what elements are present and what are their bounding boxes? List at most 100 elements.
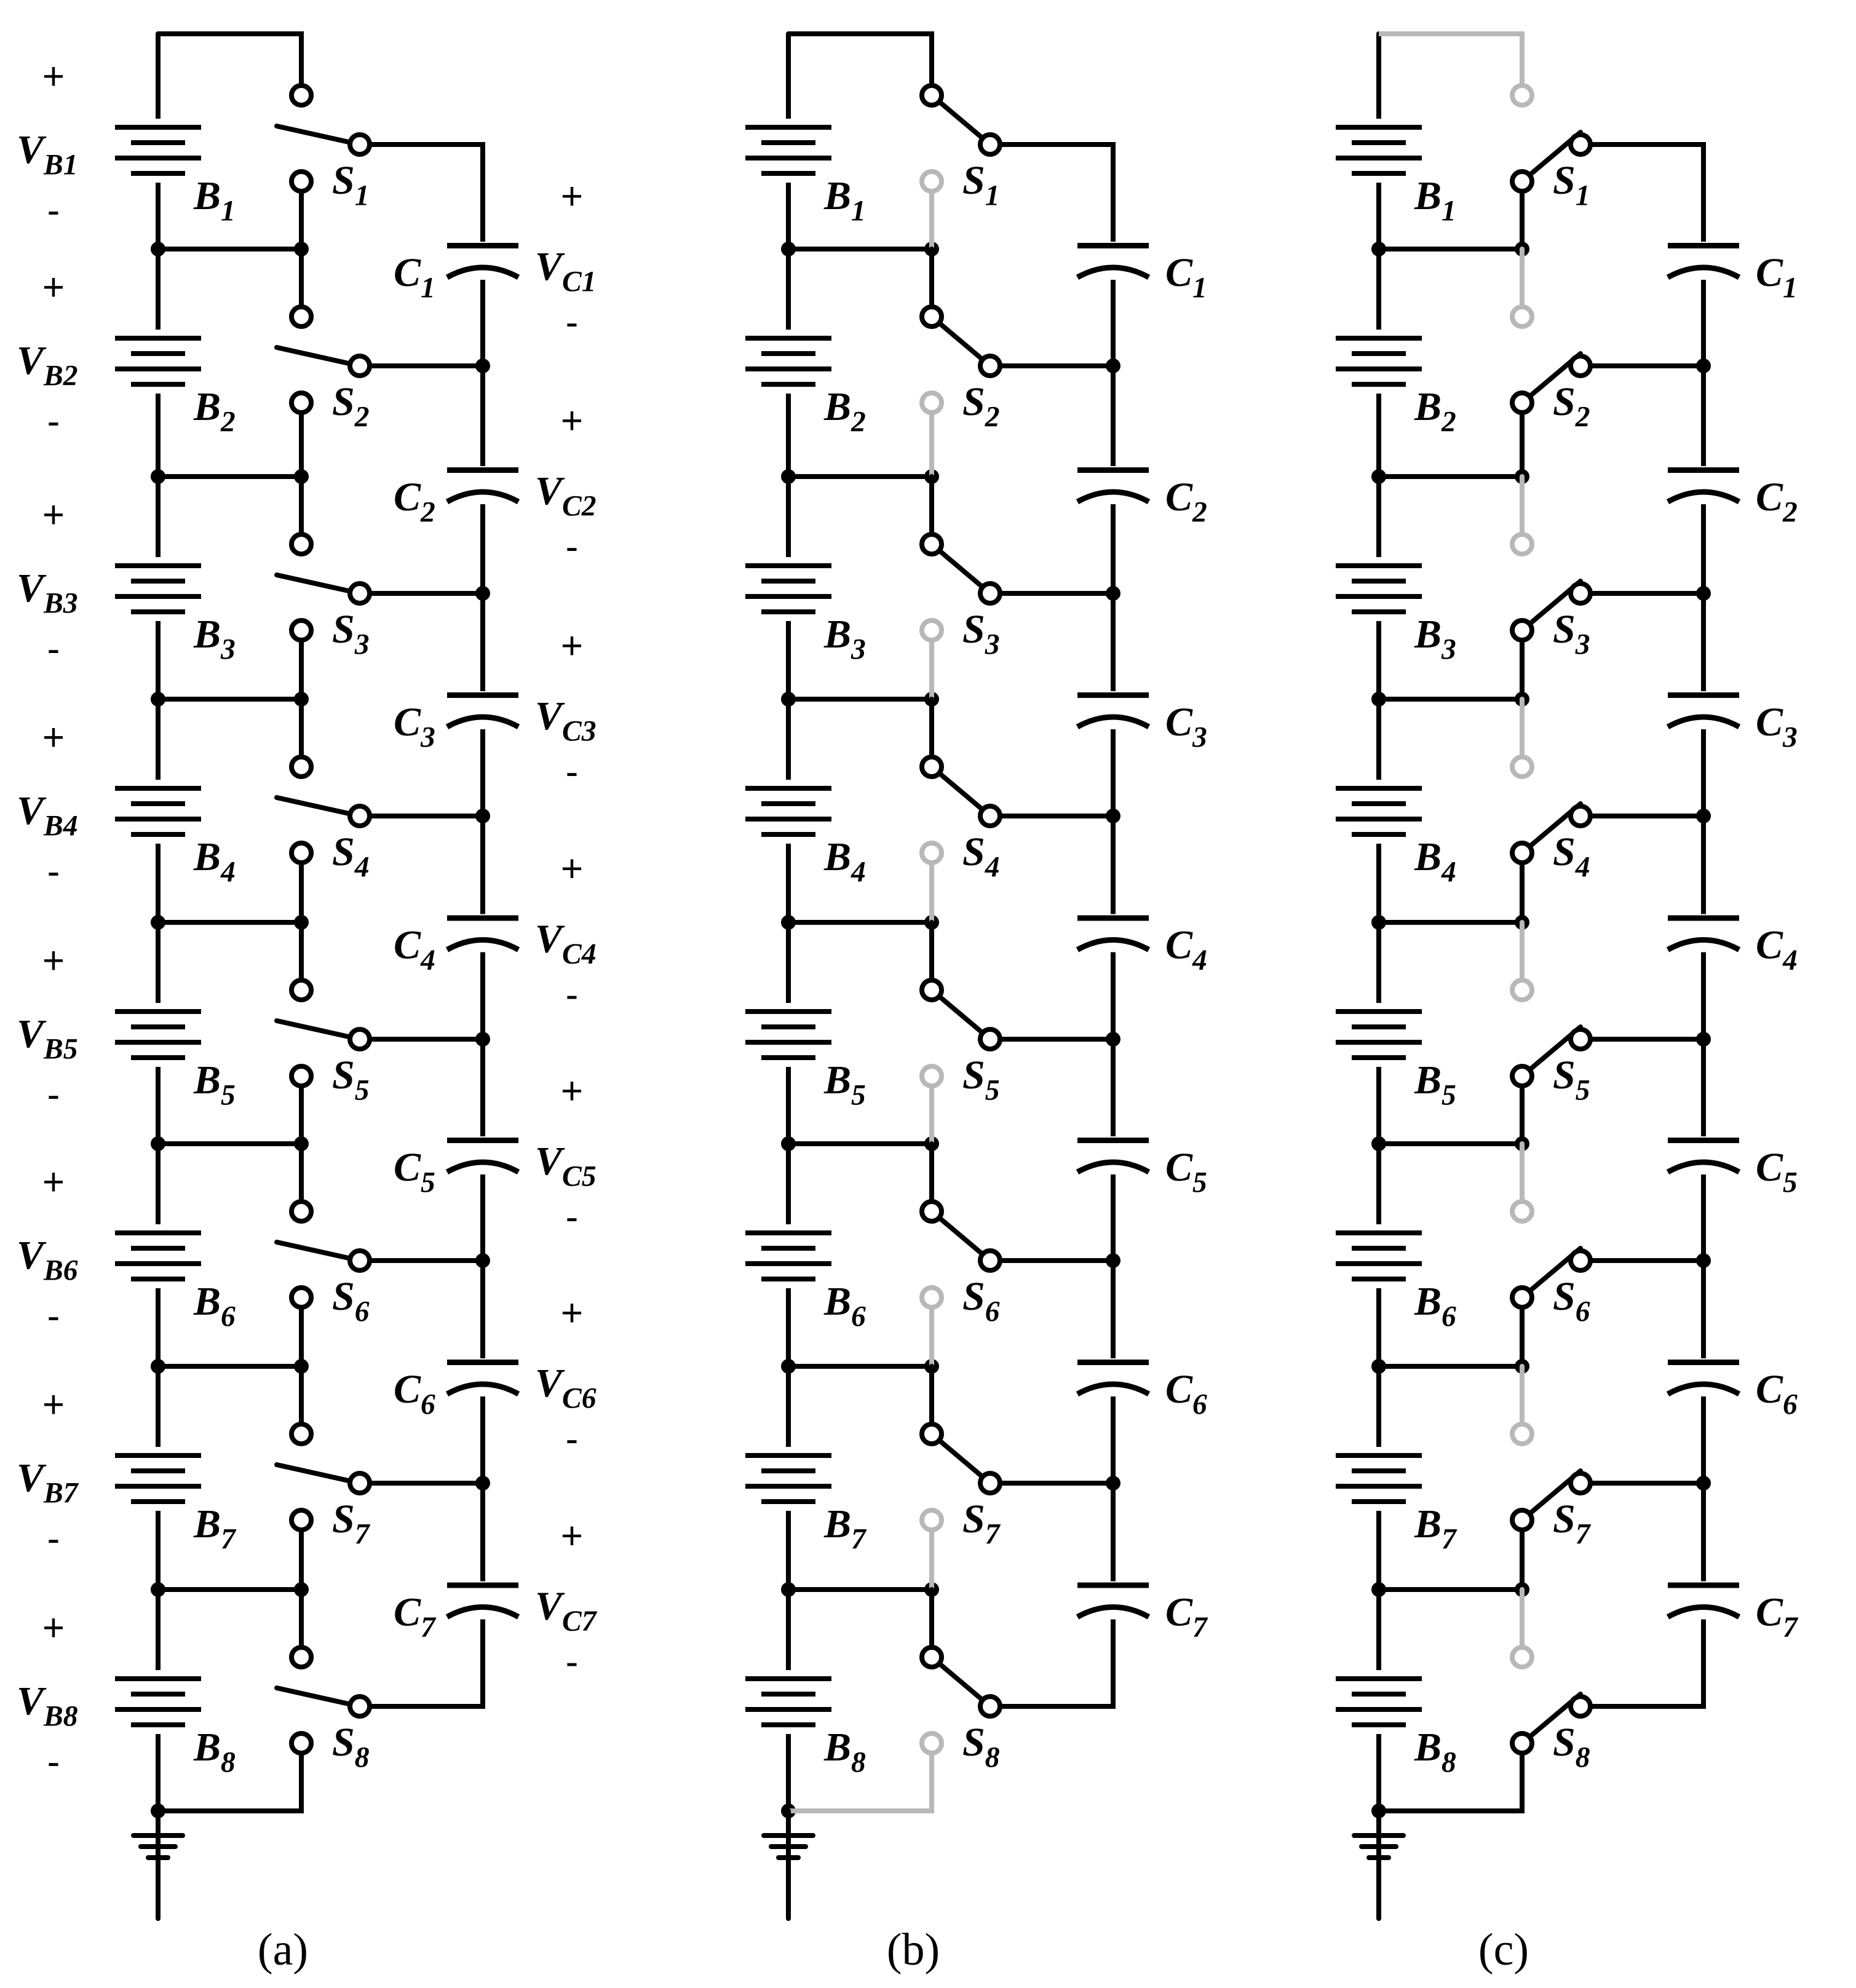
junction-dot-icon — [1371, 692, 1386, 707]
battery-label: B3 — [823, 612, 866, 665]
battery-plus-sign: + — [42, 1607, 65, 1649]
capacitor-label: C3 — [394, 700, 435, 753]
capacitor-voltage-label-subscript: C6 — [562, 1382, 597, 1414]
capacitor-label-letter: C — [1165, 1590, 1193, 1635]
battery-plate — [745, 366, 831, 371]
capacitor-plate-flat — [1077, 1138, 1149, 1143]
capacitor-voltage-label: VC4 — [535, 917, 596, 970]
battery-plate — [1352, 1468, 1406, 1473]
battery-label: B7 — [823, 1502, 867, 1555]
battery-label: B8 — [1414, 1725, 1456, 1778]
battery-label-letter: B — [193, 173, 221, 218]
battery-label-letter: B — [823, 1058, 851, 1103]
capacitor-voltage-label-letter: V — [535, 917, 565, 962]
capacitor-minus-sign: - — [566, 526, 579, 568]
capacitor-label-subscript: 3 — [420, 721, 435, 753]
switch-label: S8 — [332, 1720, 370, 1773]
switch-icon — [919, 1587, 1002, 1813]
switch-terminal — [919, 978, 944, 1002]
switch-icon — [274, 920, 372, 1146]
battery-plate — [1352, 140, 1406, 145]
capacitor-label-subscript: 4 — [420, 944, 435, 976]
capacitor-label-letter: C — [1165, 923, 1193, 968]
battery-voltage-label: VB7 — [17, 1455, 79, 1509]
switch-icon — [1510, 1364, 1593, 1592]
capacitor-voltage-label-subscript: C5 — [562, 1160, 596, 1192]
battery-minus-sign: - — [47, 850, 60, 893]
junction-dot-icon — [151, 1136, 165, 1151]
capacitor-plate-flat — [1668, 1138, 1739, 1143]
switch-blade — [929, 1432, 993, 1486]
switch-label-subscript: 2 — [354, 401, 370, 433]
capacitor-minus-sign: - — [566, 974, 579, 1016]
battery-plate — [131, 140, 185, 145]
switch-label-subscript: 7 — [355, 1518, 371, 1550]
switch-label-subscript: 2 — [985, 401, 1000, 433]
switch-terminal — [347, 581, 372, 606]
battery-plate — [1352, 801, 1406, 806]
panel-caption: (c) — [1478, 1925, 1529, 1975]
battery-label-letter: B — [1414, 173, 1442, 218]
battery-minus-sign: - — [47, 189, 60, 232]
switch-terminal — [1510, 1199, 1534, 1224]
capacitor-label: C1 — [394, 250, 435, 304]
capacitor-icon — [1075, 466, 1151, 504]
capacitor-label-letter: C — [394, 923, 421, 968]
junction-dot-icon — [151, 469, 165, 484]
battery-icon — [115, 1224, 201, 1288]
capacitor-label-subscript: 1 — [1192, 272, 1207, 304]
switch-terminal — [919, 1064, 944, 1088]
capacitor-icon — [445, 691, 521, 729]
battery-label: B1 — [823, 173, 866, 227]
battery-label-letter: B — [823, 1502, 851, 1546]
switch-label-letter: S — [1553, 1053, 1576, 1098]
switch-label: S1 — [332, 158, 369, 212]
switch-terminal — [289, 841, 314, 865]
battery-plate — [115, 366, 201, 371]
capacitor-icon — [445, 914, 521, 952]
battery-voltage-label-subscript: B8 — [43, 1700, 78, 1732]
battery-label-subscript: 8 — [851, 1746, 866, 1778]
battery-plate — [1336, 563, 1422, 568]
capacitor-label: C1 — [1165, 250, 1207, 304]
battery-icon — [115, 330, 201, 394]
switch-label: S5 — [1553, 1053, 1590, 1106]
battery-voltage-label: VB3 — [17, 566, 77, 619]
battery-voltage-label-subscript: B6 — [43, 1254, 78, 1286]
battery-plate — [131, 1722, 185, 1727]
battery-label-subscript: 7 — [851, 1523, 867, 1555]
battery-plate — [115, 336, 201, 341]
switch-label-subscript: 6 — [985, 1296, 1000, 1328]
battery-plate — [745, 594, 831, 599]
capacitor-plate-flat — [1668, 692, 1739, 698]
battery-plate — [1352, 382, 1406, 387]
switch-blade — [274, 1462, 362, 1486]
battery-label-letter: B — [193, 612, 221, 657]
battery-plate — [1336, 156, 1422, 160]
switch-label-letter: S — [962, 158, 985, 203]
battery-label-subscript: 1 — [221, 195, 236, 227]
capacitor-label-letter: C — [1165, 700, 1193, 745]
battery-icon — [115, 557, 201, 621]
switch-label: S6 — [332, 1274, 370, 1328]
switch-terminal — [289, 532, 314, 556]
capacitor-label-letter: C — [1165, 1367, 1193, 1412]
capacitor-plate-flat — [1668, 915, 1739, 921]
battery-icon — [745, 1447, 831, 1511]
switch-label-letter: S — [1553, 607, 1576, 652]
capacitor-plus-sign: + — [561, 400, 583, 442]
switch-label-letter: S — [962, 379, 985, 424]
battery-label-letter: B — [823, 384, 851, 429]
switch-label: S7 — [962, 1497, 1001, 1550]
switch-label-subscript: 4 — [354, 851, 370, 883]
battery-minus-sign: - — [47, 1741, 60, 1783]
switch-label-subscript: 2 — [1575, 401, 1590, 433]
switch-terminal — [1568, 1471, 1593, 1495]
junction-dot-icon — [781, 1359, 796, 1374]
switch-blade — [929, 988, 993, 1042]
capacitor-label-letter: C — [1756, 475, 1783, 520]
battery-label-subscript: 8 — [221, 1746, 236, 1778]
switch-terminal — [289, 978, 314, 1002]
battery-label: B3 — [1414, 612, 1456, 665]
switch-terminal — [978, 1694, 1002, 1719]
